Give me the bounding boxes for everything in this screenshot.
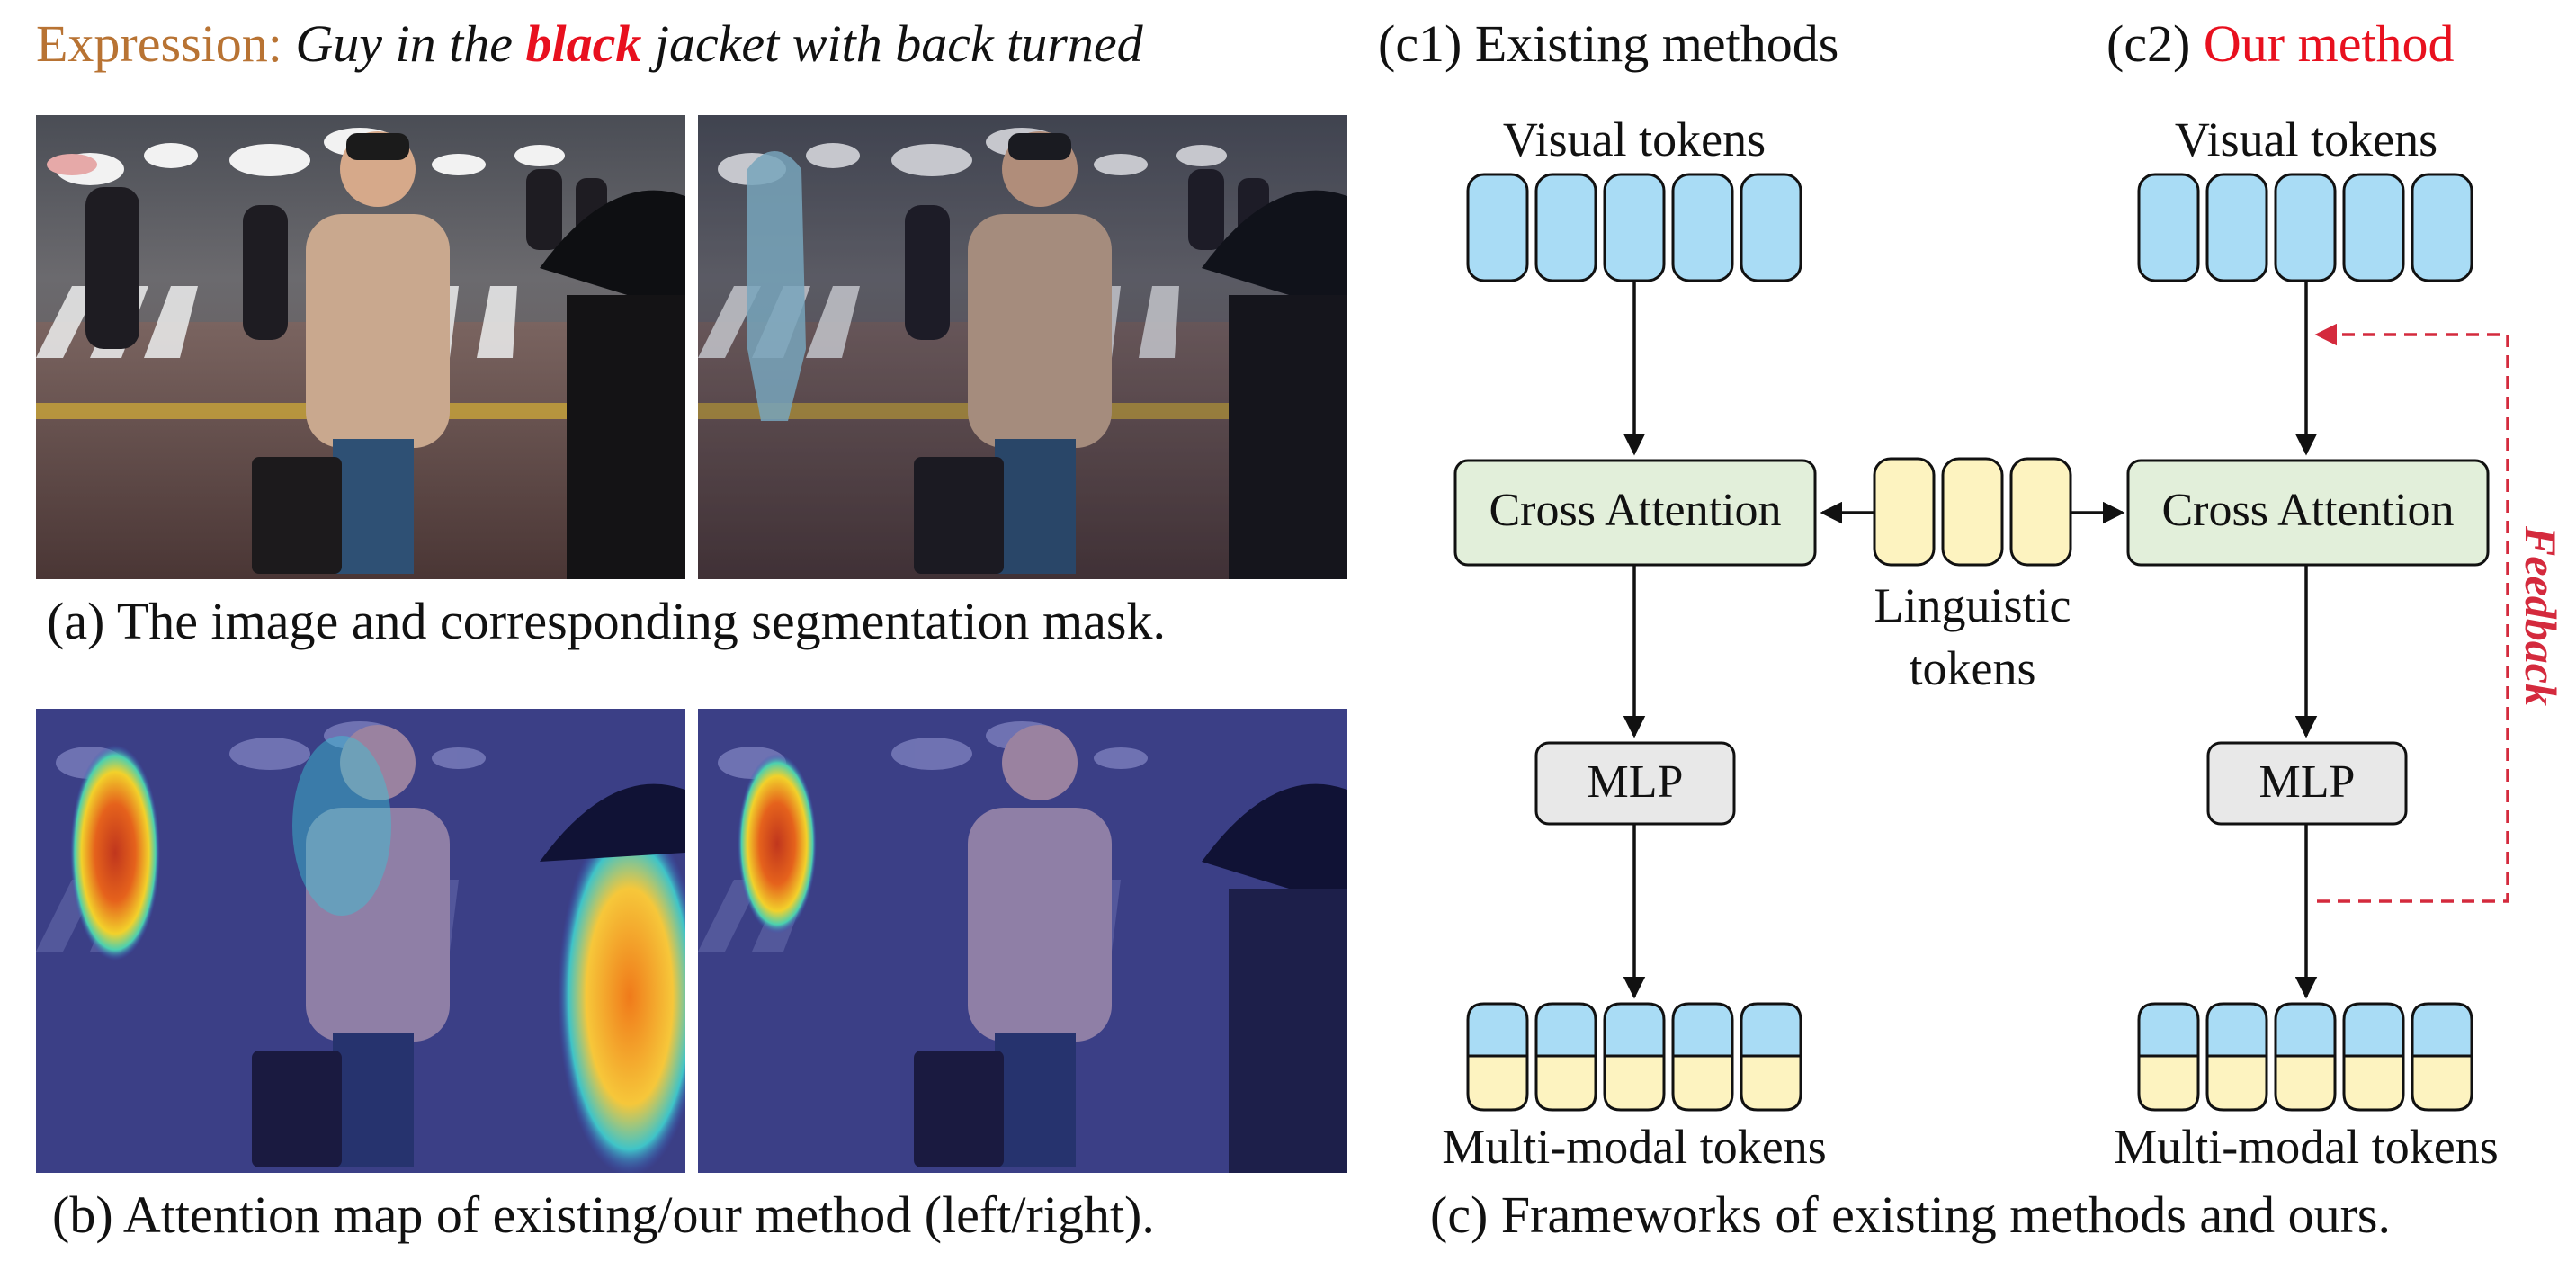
c1-multimodal-label: Multi-modal tokens bbox=[1442, 1120, 1827, 1174]
heatmap-ours bbox=[698, 709, 1347, 1173]
linguistic-label-line1: Linguistic bbox=[1874, 578, 2071, 632]
linguistic-token bbox=[1941, 457, 2004, 567]
c2-mm-token bbox=[2205, 1002, 2268, 1112]
c2-visual-tokens bbox=[2137, 173, 2473, 282]
linguistic-label-line2: tokens bbox=[1909, 641, 2036, 695]
c2-mm-token bbox=[2411, 1002, 2473, 1112]
framework-diagram: (c1) Existing methods (c2) Our method bbox=[1349, 0, 2576, 1261]
c1-visual-token bbox=[1466, 173, 1529, 282]
panel-c1-title: (c1) Existing methods bbox=[1378, 18, 1838, 70]
c2-mm-token bbox=[2342, 1002, 2405, 1112]
c2-cross-attention-label: Cross Attention bbox=[2161, 485, 2455, 536]
c2-mm-token bbox=[2137, 1002, 2200, 1112]
photo-mask bbox=[698, 115, 1347, 579]
heatmap-existing bbox=[36, 709, 685, 1173]
c1-mm-token bbox=[1671, 1002, 1734, 1112]
panel-c2-prefix: (c2) bbox=[2106, 14, 2191, 73]
c1-visual-tokens bbox=[1466, 173, 1802, 282]
c2-multimodal-tokens bbox=[2137, 1002, 2473, 1112]
c1-visual-token bbox=[1534, 173, 1597, 282]
c2-cross-attention-box bbox=[2126, 459, 2490, 567]
c1-mlp-label: MLP bbox=[1587, 756, 1684, 808]
expression-prefix: Expression: bbox=[36, 14, 282, 73]
c2-visual-token bbox=[2342, 173, 2405, 282]
c1-mm-token bbox=[1534, 1002, 1597, 1112]
c1-mm-token bbox=[1603, 1002, 1666, 1112]
c2-mlp-label: MLP bbox=[2258, 756, 2356, 808]
linguistic-token bbox=[1873, 457, 1936, 567]
expression-before: Guy in the bbox=[295, 14, 513, 73]
photo-original bbox=[36, 115, 685, 579]
panel-c1-prefix: (c1) bbox=[1378, 14, 1462, 73]
c1-cross-attention-label: Cross Attention bbox=[1489, 485, 1782, 536]
expression-highlight: black bbox=[525, 14, 642, 73]
c1-visual-token bbox=[1603, 173, 1666, 282]
caption-a: (a) The image and corresponding segmenta… bbox=[47, 592, 1166, 650]
expression-after: jacket with back turned bbox=[654, 14, 1143, 73]
caption-b: (b) Attention map of existing/our method… bbox=[52, 1185, 1155, 1244]
c2-multimodal-label: Multi-modal tokens bbox=[2114, 1120, 2499, 1174]
linguistic-token bbox=[2009, 457, 2072, 567]
panel-c2-name: Our method bbox=[2203, 14, 2455, 73]
c2-visual-token bbox=[2137, 173, 2200, 282]
panel-c2-title: (c2) Our method bbox=[2106, 18, 2455, 70]
c1-mm-token bbox=[1466, 1002, 1529, 1112]
c2-visual-token bbox=[2274, 173, 2337, 282]
c1-visual-token bbox=[1740, 173, 1802, 282]
caption-c: (c) Frameworks of existing methods and o… bbox=[1430, 1185, 2391, 1244]
linguistic-tokens bbox=[1873, 457, 2072, 567]
expression-line: Expression: Guy in the black jacket with… bbox=[36, 18, 1143, 70]
feedback-loop bbox=[2314, 323, 2509, 903]
c1-mm-token bbox=[1740, 1002, 1802, 1112]
diagram-graphics bbox=[1453, 173, 2509, 1112]
c2-visual-token bbox=[2411, 173, 2473, 282]
c2-visual-token bbox=[2205, 173, 2268, 282]
panel-c1-name: Existing methods bbox=[1474, 14, 1839, 73]
c1-visual-token bbox=[1671, 173, 1734, 282]
c2-visual-tokens-label: Visual tokens bbox=[2174, 112, 2438, 166]
c1-multimodal-tokens bbox=[1466, 1002, 1802, 1112]
c1-visual-tokens-label: Visual tokens bbox=[1502, 112, 1767, 166]
c2-mm-token bbox=[2274, 1002, 2337, 1112]
feedback-label: Feedback bbox=[2516, 526, 2566, 706]
